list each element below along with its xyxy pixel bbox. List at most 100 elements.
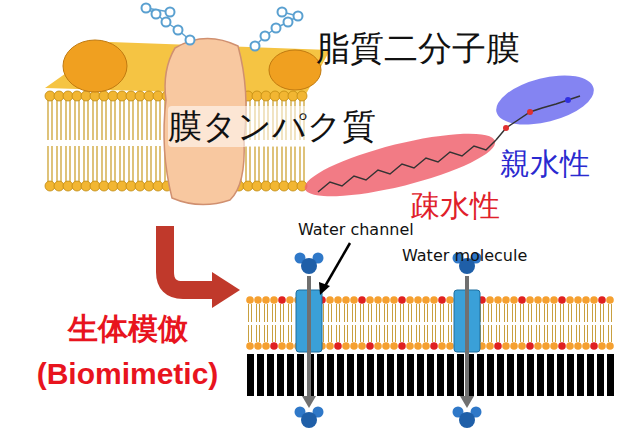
lipid-tail [515,304,516,322]
leader-line [324,243,350,288]
sugar-unit [142,4,151,13]
lipid-head [261,181,271,191]
lipid-tail [568,304,569,322]
lipid-head [81,181,91,191]
lipid-tail [347,325,348,342]
lipid-tail [555,304,556,322]
lipid-tail [387,304,388,322]
lipid-tail [536,304,537,322]
lipid-tail [603,304,604,322]
lipid-tail [146,146,147,182]
flow-arrowhead [302,396,316,408]
lipid-head [342,342,350,350]
lipid-head [550,296,558,304]
lipid-head [135,91,145,101]
lipid-head [243,181,253,191]
lipid-tail [379,304,380,322]
lipid-tail [137,146,138,182]
lipid-tail [376,304,377,322]
lipid-tail [285,146,286,182]
lipid-tail [608,304,609,322]
lipid-head [422,342,430,350]
lipid-head [126,91,136,101]
support-layer [587,354,594,396]
callout-label: Water channel [298,220,414,239]
support-layer [387,354,394,396]
lipid-tail [56,146,57,182]
lipid-tail [251,304,252,322]
lipid-head [590,296,598,304]
lipid-tail [159,100,160,140]
lipid-head [350,342,358,350]
sugar-unit [162,18,171,27]
peripheral-protein [269,50,321,90]
lipid-tail [571,304,572,322]
lipid-tail [263,146,264,182]
lipid-head [406,296,414,304]
lipid-tail [132,100,133,140]
lipid-tail [110,100,111,140]
lipid-tail [419,304,420,322]
lipid-tail [528,304,529,322]
lipid-tail [552,325,553,342]
lipid-tail [579,325,580,342]
lipid-head [510,342,518,350]
lipid-tail [128,100,129,140]
lipid-tail [146,100,147,140]
lipid-head [278,296,286,304]
oxygen-atom [459,412,475,428]
lipid-tail [256,304,257,322]
sugar-unit [152,10,161,19]
support-layer [377,354,384,396]
support-layer [397,354,404,396]
lipid-head [358,342,366,350]
support-layer [317,354,324,396]
support-layer [527,354,534,396]
lipid-head [45,91,55,101]
lipid-tail [280,325,281,342]
sugar-unit [261,32,270,41]
lipid-head [502,342,510,350]
lipid-tail [290,146,291,182]
lipid-tail [395,325,396,342]
support-layer [517,354,524,396]
lipid-tail [392,304,393,322]
lipid-tail [592,325,593,342]
lipid-tail [512,325,513,342]
lipid-tail [288,304,289,322]
lipid-head [342,296,350,304]
lipid-tail [114,100,115,140]
lipid-tail [587,304,588,322]
lipid-head [286,296,294,304]
lipid-tail [137,100,138,140]
lipid-tail [155,100,156,140]
lipid-head [279,91,289,101]
support-layer [487,354,494,396]
lipid-tail [368,325,369,342]
lipid-tail [408,325,409,342]
lipid-tail [83,146,84,182]
lipid-tail [560,325,561,342]
lipid-head [334,296,342,304]
lipid-tail [440,325,441,342]
lipid-head [534,342,542,350]
lipid-head [510,296,518,304]
lipid-tail [531,325,532,342]
lipid-head [574,296,582,304]
lipid-head [350,296,358,304]
lipid-tail [563,325,564,342]
lipid-tail [114,146,115,182]
lipid-tail [344,304,345,322]
lipid-tail [595,304,596,322]
lipid-tail [496,325,497,342]
protein-label: 膜タンパク質 [168,106,376,147]
lipid-tail [547,304,548,322]
lipid-tail [611,304,612,322]
lipid-tail [288,325,289,342]
lipid-head [414,296,422,304]
lipid-tail [552,304,553,322]
lipid-head [406,342,414,350]
oxygen-atom [527,109,533,115]
support-layer [407,354,414,396]
lipid-tail [272,304,273,322]
